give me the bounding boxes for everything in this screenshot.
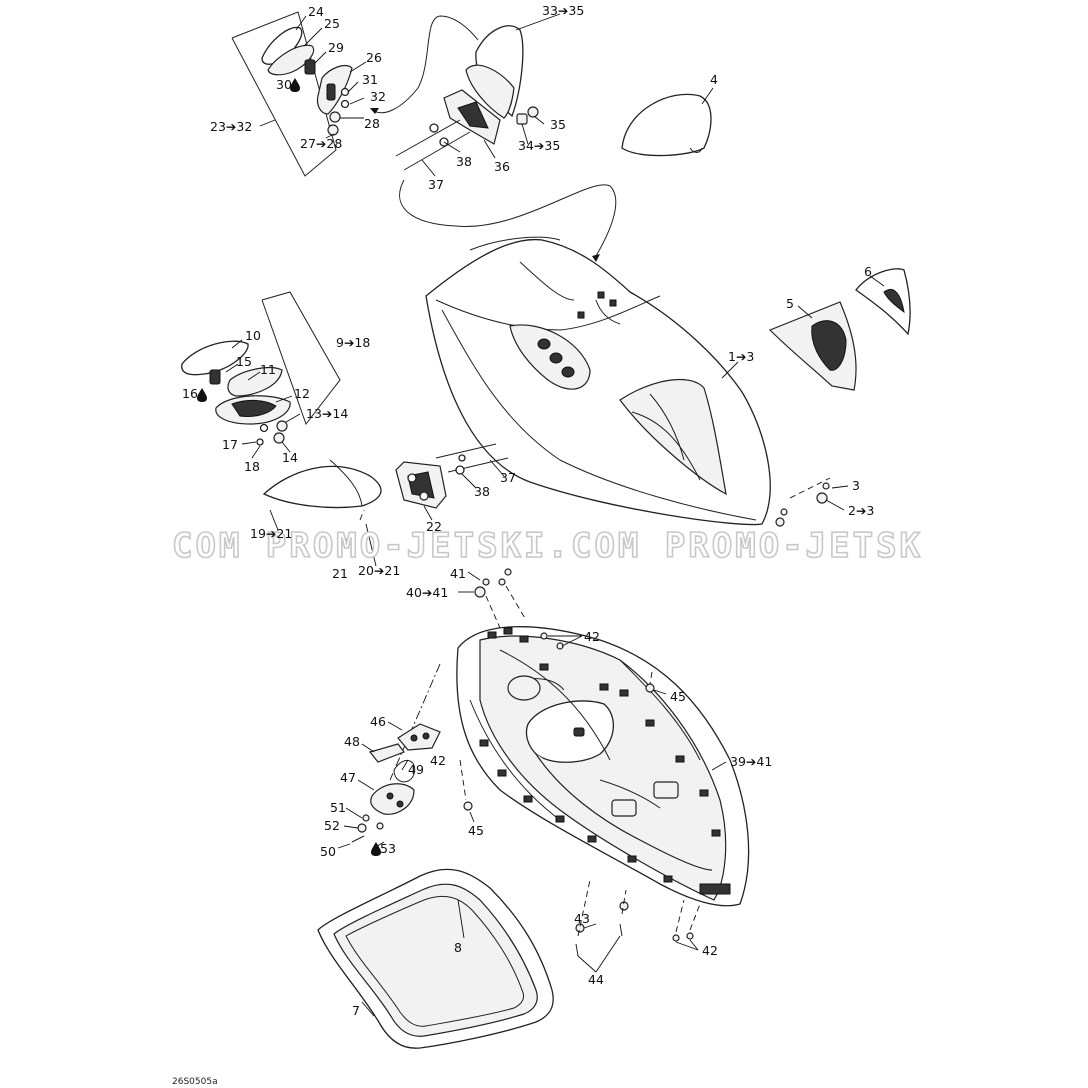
callout-22: 22 — [426, 519, 442, 534]
callout-38-mid: 38 — [474, 484, 490, 499]
drawing-reference: 26S0505a — [172, 1077, 218, 1087]
vent-part-5 — [768, 301, 857, 391]
callout-6: 6 — [864, 264, 872, 279]
cover-part-4 — [621, 87, 714, 157]
callout-35: 35 — [550, 117, 566, 132]
callout-40-41: 40➔41 — [406, 585, 448, 600]
callout-10: 10 — [245, 328, 261, 343]
mirror-bracket-22 — [395, 443, 509, 521]
lower-hull-part — [456, 626, 750, 907]
callout-33-35: 33➔35 — [542, 3, 584, 18]
hull-fasteners — [389, 568, 667, 823]
callout-11: 11 — [260, 362, 276, 377]
callout-37-mid: 37 — [500, 470, 516, 485]
callout-41: 41 — [450, 566, 466, 581]
callout-5: 5 — [786, 296, 794, 311]
callout-31: 31 — [362, 72, 378, 87]
callout-2-3: 2➔3 — [848, 503, 874, 518]
callout-1-3: 1➔3 — [728, 349, 754, 364]
callout-29: 29 — [328, 40, 344, 55]
callout-48: 48 — [344, 734, 360, 749]
drop-icon — [290, 78, 300, 92]
callout-13-14: 13➔14 — [306, 406, 348, 421]
mirror-glass-part — [261, 26, 303, 65]
callout-9-18: 9➔18 — [336, 335, 370, 350]
callout-20-21: 20➔21 — [358, 563, 400, 578]
vent-part-6 — [855, 268, 911, 336]
callout-36: 36 — [494, 159, 510, 174]
callout-18: 18 — [244, 459, 260, 474]
drop-icons — [197, 78, 381, 856]
hull-rib-marks — [479, 627, 731, 895]
callout-labels: 24 25 29 26 30 31 32 28 23➔32 27➔28 33➔3… — [182, 3, 874, 1018]
callout-30: 30 — [276, 77, 292, 92]
callout-16: 16 — [182, 386, 198, 401]
callout-14: 14 — [282, 450, 298, 465]
callout-21: 21 — [332, 566, 348, 581]
callout-46: 46 — [370, 714, 386, 729]
callout-42-upper: 42 — [584, 629, 600, 644]
callout-42-lower: 42 — [702, 943, 718, 958]
watermark-text: COM PROMO-JETSKI.COM PROMO-JETSK — [172, 526, 923, 566]
mirror-shell-19 — [262, 459, 382, 567]
callout-42-left: 42 — [430, 753, 446, 768]
drop-icon — [371, 842, 381, 856]
mirror-backing-part — [267, 44, 315, 76]
latch-assembly — [337, 721, 441, 849]
callout-15: 15 — [236, 354, 252, 369]
callout-49: 49 — [408, 762, 424, 777]
callout-32: 32 — [370, 89, 386, 104]
drop-icon — [197, 388, 207, 402]
fasteners-2-3 — [775, 477, 849, 527]
hatch-gasket-part — [317, 868, 554, 1049]
callout-19-21: 19➔21 — [250, 526, 292, 541]
mirror-assembly-lower-left — [181, 291, 341, 459]
callout-52: 52 — [324, 818, 340, 833]
callout-26: 26 — [366, 50, 382, 65]
callout-53: 53 — [380, 841, 396, 856]
callout-17: 17 — [222, 437, 238, 452]
mirror-assembly-center — [395, 13, 561, 177]
mirror-screw-part — [304, 59, 316, 75]
callout-34-35: 34➔35 — [518, 138, 560, 153]
callout-4: 4 — [710, 72, 718, 87]
callout-50: 50 — [320, 844, 336, 859]
callout-37-top: 37 — [428, 177, 444, 192]
callout-24: 24 — [308, 4, 324, 19]
callout-28: 28 — [364, 116, 380, 131]
callout-45-upper: 45 — [670, 689, 686, 704]
callout-3: 3 — [852, 478, 860, 493]
assembly-arrow — [399, 179, 617, 257]
callout-8: 8 — [454, 940, 462, 955]
callout-27-28: 27➔28 — [300, 136, 342, 151]
bottom-fasteners — [575, 879, 701, 973]
callout-7: 7 — [352, 1003, 360, 1018]
callout-12: 12 — [294, 386, 310, 401]
callout-47: 47 — [340, 770, 356, 785]
mirror-assembly-left — [231, 11, 479, 177]
callout-23-32: 23➔32 — [210, 119, 252, 134]
callout-38-top: 38 — [456, 154, 472, 169]
callout-39-41: 39➔41 — [730, 754, 772, 769]
callout-51: 51 — [330, 800, 346, 815]
callout-25: 25 — [324, 16, 340, 31]
callout-45-lower: 45 — [468, 823, 484, 838]
callout-44: 44 — [588, 972, 604, 987]
upper-body-part — [425, 236, 771, 526]
callout-43: 43 — [574, 911, 590, 926]
